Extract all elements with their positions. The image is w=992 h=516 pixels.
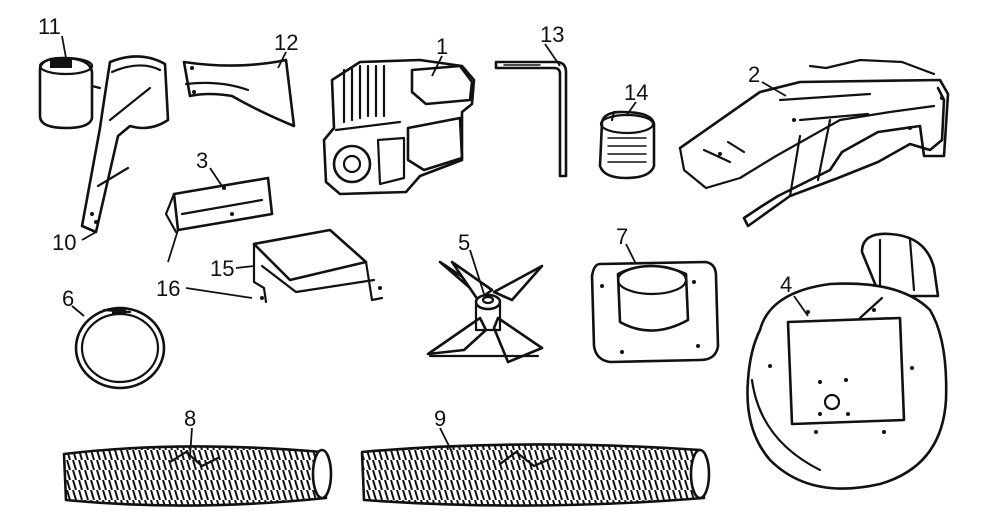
part-4-blower-housing [746,232,948,490]
callout-4: 4 [780,272,792,297]
part-8-hose [62,445,333,507]
part-9-hose [360,443,711,507]
callout-9: 9 [434,406,446,431]
callout-5: 5 [458,230,470,255]
callout-16: 16 [156,276,180,301]
part-10-belt-guard [80,55,170,234]
part-2-frame [678,58,950,228]
part-13-rod [494,60,568,178]
callout-13: 13 [540,22,564,47]
part-1-engine [322,58,476,196]
callout-15: 15 [210,256,234,281]
part-6-clamp-ring [74,306,166,390]
part-5-impeller [426,260,544,364]
leader-lines [61,35,809,457]
callout-1: 1 [436,34,448,59]
part-14-filter-cup [598,110,656,180]
callout-7: 7 [616,224,628,249]
callout-14: 14 [624,80,648,105]
part-3-bracket [164,176,274,234]
callout-8: 8 [184,406,196,431]
callout-11: 11 [38,14,61,39]
callout-2: 2 [748,62,760,87]
part-15-u-bracket [252,228,384,304]
part-7-flange [590,260,720,364]
callout-6: 6 [62,286,74,311]
callout-3: 3 [196,148,208,173]
callout-12: 12 [274,30,298,55]
part-11-housing-cap [38,56,102,130]
callout-10: 10 [52,230,76,255]
part-12-deflector [182,58,296,128]
